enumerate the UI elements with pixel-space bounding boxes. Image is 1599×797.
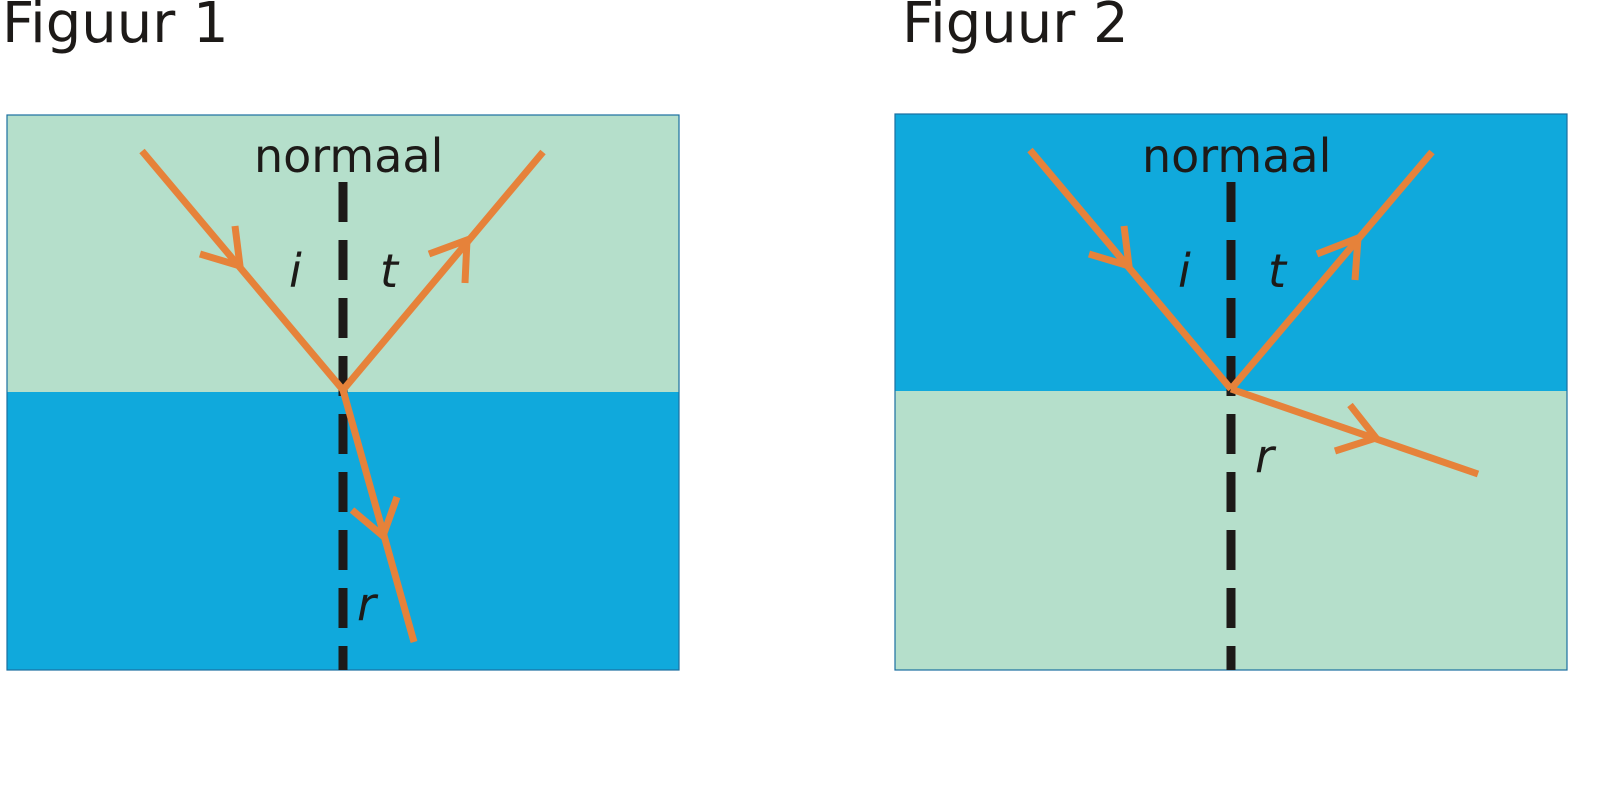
figure-2-angle-r-label: r: [1255, 429, 1277, 483]
figure-1-reflected-arrowhead: [427, 234, 471, 284]
figure-2-angle-t-label: t: [1268, 244, 1288, 298]
figure-1-angle-t-label: t: [380, 244, 400, 298]
figure-2-title: Figuur 2: [902, 0, 1129, 56]
figure-1-refracted-ray: [339, 389, 418, 643]
figure-1-title: Figuur 1: [2, 0, 229, 56]
figure-2-reflected-arrowhead: [1315, 232, 1362, 281]
figure-1-normal-label: normaal: [254, 129, 443, 183]
figure-1-reflected-ray: [340, 149, 546, 393]
figure-2-incident-arrowhead: [1087, 225, 1134, 271]
figure-2-normal-label: normaal: [1142, 129, 1331, 183]
figure-1-angle-r-label: r: [357, 577, 379, 631]
figure-1-angle-i-label: i: [289, 244, 302, 298]
figure-1-refracted-arrowhead: [349, 495, 401, 542]
figure-2-reflected-ray: [1228, 149, 1435, 392]
figure-2: Figuur 2 normaal i t r: [894, 0, 1568, 671]
figure-2-angle-i-label: i: [1178, 244, 1191, 298]
figure-2-refracted-arrowhead: [1333, 402, 1382, 455]
figure-1-incident-arrowhead: [198, 225, 245, 271]
figure-2-refracted-ray: [1229, 385, 1480, 478]
figure-1: Figuur 1 normaal i t r: [2, 0, 680, 671]
figure-1-incident-ray: [139, 148, 346, 393]
